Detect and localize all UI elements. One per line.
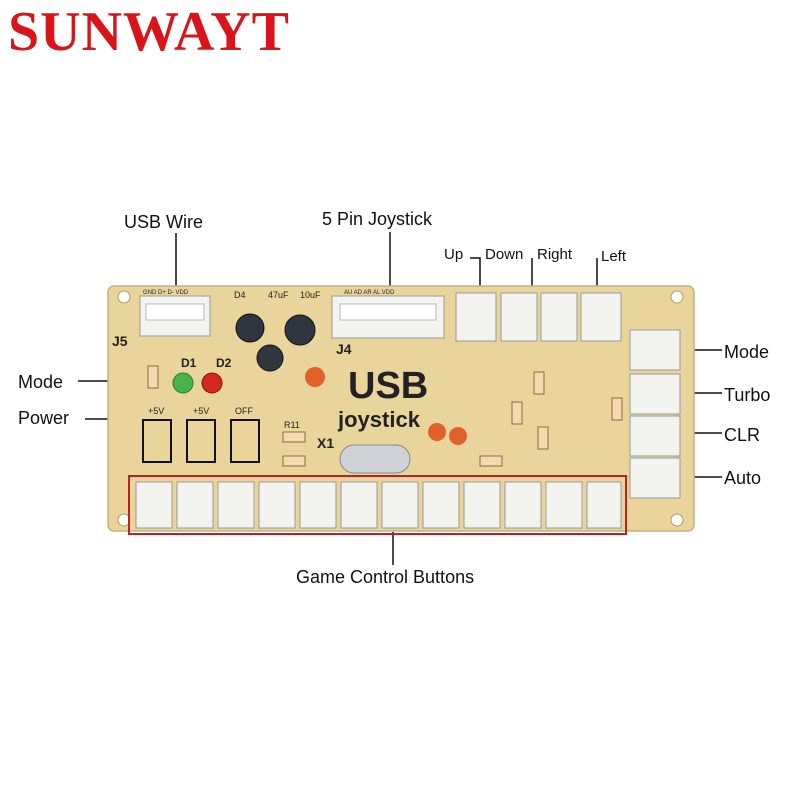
mode-connector bbox=[629, 329, 681, 371]
clr-connector bbox=[629, 415, 681, 457]
silk-5v-a: +5V bbox=[148, 406, 164, 416]
silk-j4-pins: AU AD AR AL VDD bbox=[344, 290, 395, 296]
label-game-control-buttons: Game Control Buttons bbox=[296, 567, 475, 587]
silk-x1: X1 bbox=[317, 435, 334, 451]
silk-cap2: 10uF bbox=[300, 290, 321, 300]
label-turbo: Turbo bbox=[724, 385, 771, 405]
brand-logo: SUNWAYT bbox=[8, 1, 290, 63]
capacitor bbox=[235, 313, 265, 343]
mount-hole bbox=[117, 290, 131, 304]
ceramic-capacitor bbox=[305, 367, 325, 387]
resistors bbox=[147, 365, 623, 467]
label-auto: Auto bbox=[724, 468, 762, 488]
crystal-oscillator bbox=[339, 444, 411, 474]
label-mode-left: Mode bbox=[18, 372, 64, 392]
label-left: Left bbox=[601, 248, 627, 265]
label-mode-right: Mode bbox=[724, 342, 770, 362]
label-5-pin-joystick: 5 Pin Joystick bbox=[322, 209, 433, 229]
silk-d2: D2 bbox=[216, 356, 232, 370]
turbo-connector bbox=[629, 373, 681, 415]
capacitor bbox=[256, 344, 284, 372]
silk-d1: D1 bbox=[181, 356, 197, 370]
silk-j4: J4 bbox=[336, 341, 352, 357]
ceramic-capacitor bbox=[428, 423, 446, 441]
silk-5v-b: +5V bbox=[193, 406, 209, 416]
silk-d4: D4 bbox=[234, 290, 246, 300]
label-right: Right bbox=[537, 246, 573, 263]
silk-cap1: 47uF bbox=[268, 290, 289, 300]
silk-off: OFF bbox=[235, 406, 253, 416]
silk-j5-pins: GND D+ D- VDD bbox=[143, 290, 189, 296]
capacitor bbox=[284, 314, 316, 346]
up-connector bbox=[455, 292, 497, 342]
down-connector bbox=[500, 292, 538, 342]
mount-hole bbox=[670, 513, 684, 527]
silk-r11: R11 bbox=[284, 420, 300, 430]
game-control-buttons-outline bbox=[128, 475, 627, 535]
label-up: Up bbox=[444, 246, 464, 263]
label-clr: CLR bbox=[724, 425, 761, 445]
game-button-connectors bbox=[135, 481, 622, 529]
pcb-board bbox=[107, 285, 695, 532]
auto-connector bbox=[629, 457, 681, 499]
label-down: Down bbox=[485, 246, 524, 263]
silk-j5: J5 bbox=[112, 333, 128, 349]
switch-footprints bbox=[142, 419, 260, 463]
silk-joystick: joystick bbox=[337, 407, 421, 432]
label-usb-wire: USB Wire bbox=[124, 212, 204, 232]
led-green bbox=[172, 372, 194, 394]
left-connector bbox=[580, 292, 622, 342]
right-connector bbox=[540, 292, 578, 342]
silk-usb: USB bbox=[348, 365, 428, 407]
ceramic-capacitor bbox=[449, 427, 467, 445]
label-power: Power bbox=[18, 408, 70, 428]
led-red bbox=[201, 372, 223, 394]
mount-hole bbox=[670, 290, 684, 304]
